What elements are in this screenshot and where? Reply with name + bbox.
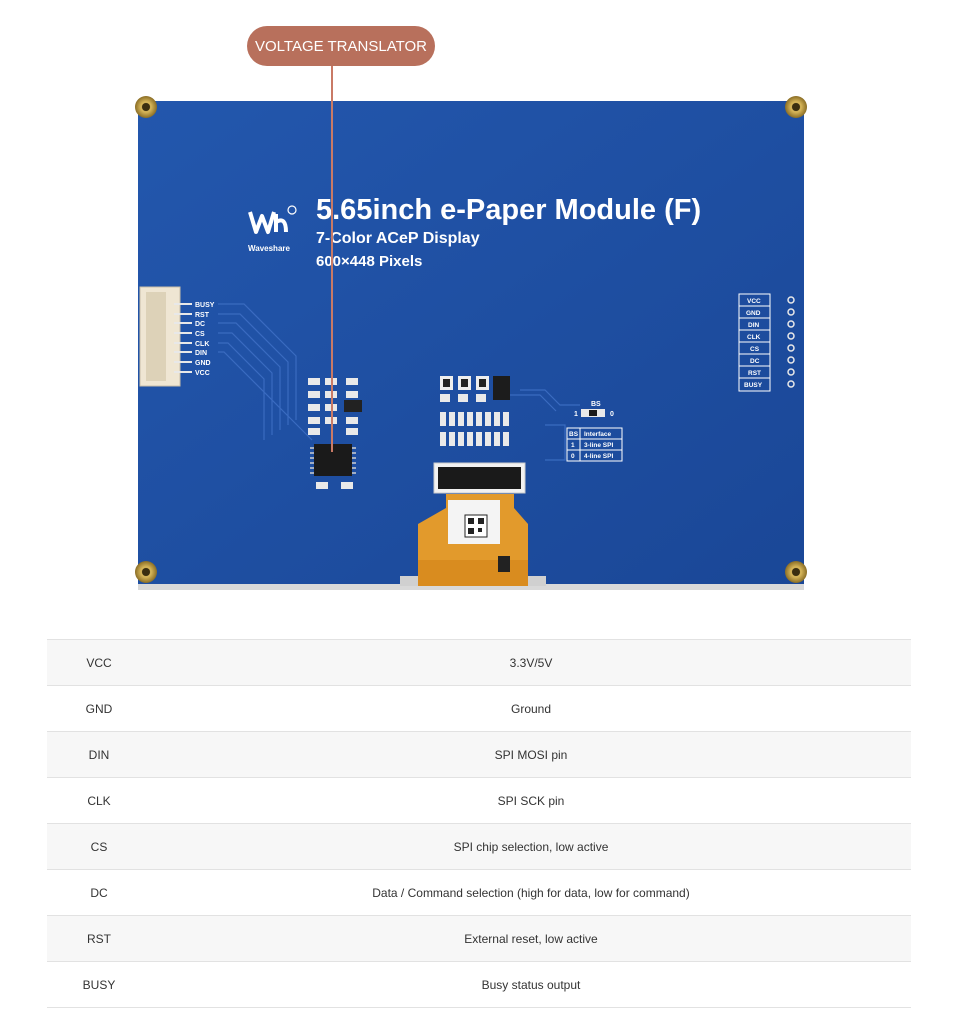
svg-text:3-line SPI: 3-line SPI [584,442,613,449]
callout-pointer-line [331,66,333,452]
svg-text:BUSY: BUSY [195,302,215,309]
pin-name: BUSY [82,977,116,992]
pin-description: Busy status output [481,977,581,992]
pin-description-table: VCC 3.3V/5V GND Ground DIN SPI MOSI pin … [47,639,911,1008]
table-row: CS SPI chip selection, low active [47,823,911,870]
table-row: DC Data / Command selection (high for da… [47,869,911,916]
svg-text:DC: DC [195,321,205,328]
pin-name: DC [90,885,108,900]
pin-name: RST [87,931,111,946]
pin-name: CS [90,839,108,854]
table-row: DIN SPI MOSI pin [47,731,911,778]
svg-text:BUSY: BUSY [744,382,763,389]
svg-text:GND: GND [746,310,761,317]
svg-text:RST: RST [195,312,210,319]
pin-description: Ground [510,701,552,716]
svg-text:1: 1 [574,411,578,418]
svg-text:1: 1 [571,442,575,449]
svg-text:DC: DC [750,358,760,365]
board-resolution: 600×448 Pixels [316,253,422,270]
svg-text:DIN: DIN [195,350,207,357]
svg-text:VCC: VCC [747,298,761,305]
pin-description: External reset, low active [464,931,598,946]
waveshare-logo: Waveshare [248,205,297,253]
svg-text:Interface: Interface [584,431,611,438]
table-row: BUSY Busy status output [47,961,911,1008]
pin-name: CLK [87,793,111,808]
pin-description: SPI chip selection, low active [453,839,609,854]
table-row: CLK SPI SCK pin [47,777,911,824]
bs-switch: BS 1 0 [574,401,614,418]
table-row: VCC 3.3V/5V [47,639,911,686]
svg-text:CLK: CLK [747,334,761,341]
svg-text:DIN: DIN [748,322,760,329]
svg-text:BS: BS [591,401,601,408]
svg-text:BS: BS [569,431,579,438]
table-row: RST External reset, low active [47,915,911,962]
pin-description: SPI MOSI pin [494,747,568,762]
left-pin-labels: BUSY RST DC CS CLK DIN GND VCC [195,302,215,377]
mounting-screw-icon [135,96,807,583]
svg-text:VCC: VCC [195,370,210,377]
power-components [440,376,510,446]
right-pin-holes [787,296,795,388]
pin-description: 3.3V/5V [509,655,553,670]
svg-text:CS: CS [195,331,205,338]
pin-name: VCC [86,655,112,670]
pin-name: DIN [88,747,110,762]
epaper-module-photo: Waveshare 5.65inch e-Paper Module (F) 7-… [135,96,807,590]
board-title: 5.65inch e-Paper Module (F) [316,194,701,226]
svg-text:CS: CS [750,346,760,353]
svg-text:4-line SPI: 4-line SPI [584,453,613,460]
svg-text:0: 0 [571,453,575,460]
left-connector [139,286,192,387]
svg-text:RST: RST [748,370,761,377]
right-pin-labels: VCC GND DIN CLK CS DC RST BUSY [738,293,771,392]
brand-text: Waveshare [248,244,291,253]
board-subtitle: 7-Color ACeP Display [316,230,480,247]
pin-name: GND [85,701,113,716]
callout-label: VOLTAGE TRANSLATOR [255,37,427,55]
svg-text:0: 0 [610,411,614,418]
interface-silk-table: BS Interface 1 3-line SPI 0 4-line SPI [566,427,623,462]
table-row: GND Ground [47,685,911,732]
voltage-translator-callout: VOLTAGE TRANSLATOR [247,26,435,66]
fpc-connector [400,462,546,586]
pin-description: Data / Command selection (high for data,… [372,885,690,900]
pin-description: SPI SCK pin [497,793,565,808]
svg-text:GND: GND [195,360,211,367]
svg-text:CLK: CLK [195,341,209,348]
